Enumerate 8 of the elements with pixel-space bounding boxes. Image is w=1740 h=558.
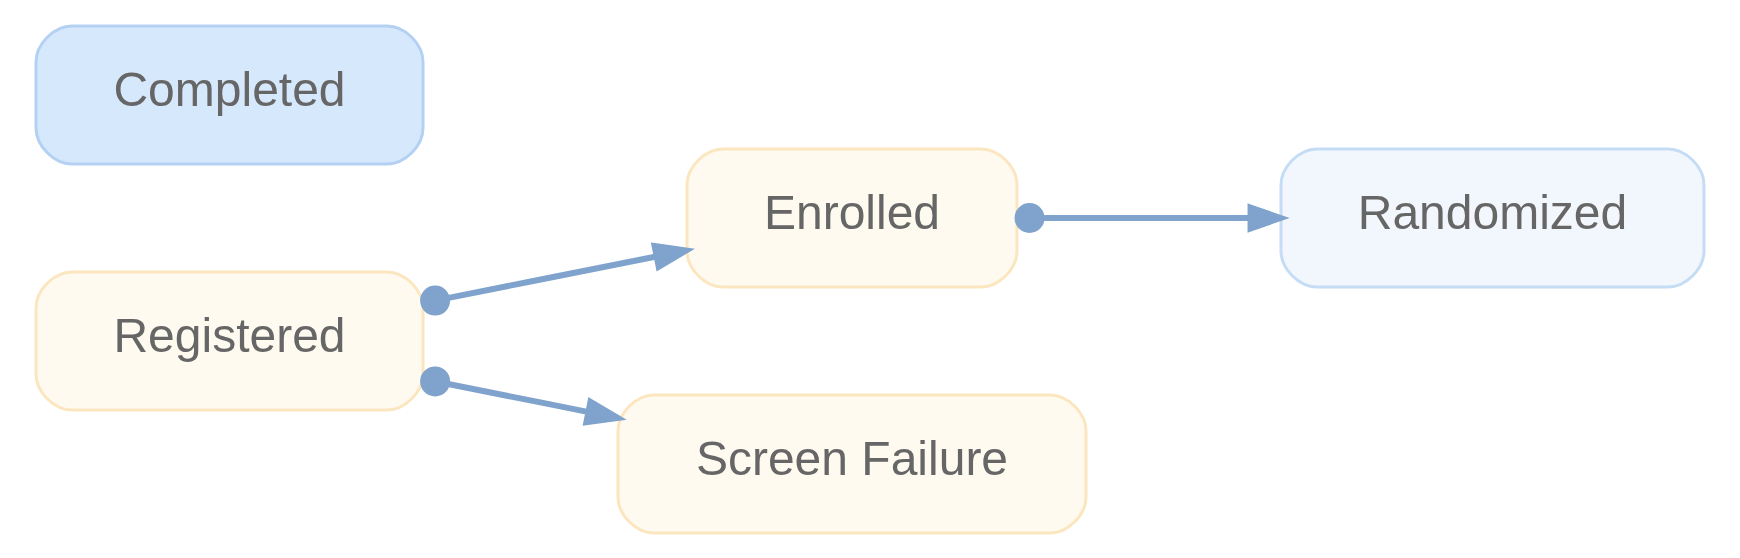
node-box: Enrolled <box>685 147 1019 288</box>
node-box: Screen Failure <box>616 393 1088 534</box>
node-box: Registered <box>34 270 425 411</box>
arrow <box>420 365 627 426</box>
node-box: Completed <box>34 24 425 165</box>
arrow <box>1014 202 1290 233</box>
arrow <box>420 242 695 316</box>
node-box: Randomized <box>1279 147 1706 288</box>
